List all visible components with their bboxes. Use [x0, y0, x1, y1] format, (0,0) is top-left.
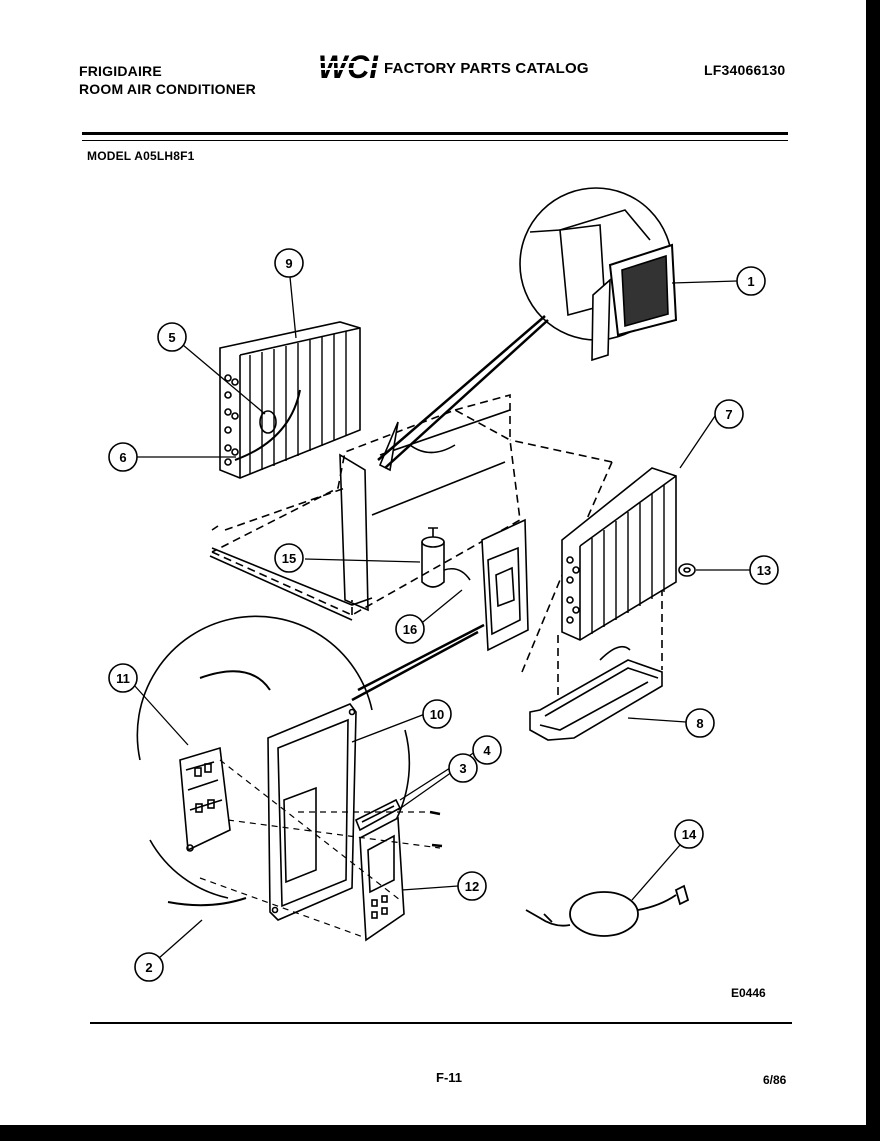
wire-harness	[167, 897, 247, 907]
callout-12: 12	[457, 871, 487, 901]
catalog-title: FACTORY PARTS CATALOG	[384, 60, 589, 77]
wci-logo: WCI	[318, 50, 379, 82]
page-number: F-11	[436, 1070, 463, 1085]
drawing-code: E0446	[731, 986, 766, 1000]
evaporator-coil	[219, 321, 361, 479]
svg-text:15: 15	[282, 551, 296, 566]
model-number: MODEL A05LH8F1	[87, 149, 195, 163]
svg-text:13: 13	[757, 563, 771, 578]
callout-2: 2	[134, 952, 164, 982]
callout-4: 4	[472, 735, 502, 765]
svg-text:14: 14	[682, 827, 697, 842]
callout-10: 10	[422, 699, 452, 729]
svg-text:5: 5	[168, 330, 175, 345]
control-cover-part	[359, 816, 405, 942]
svg-text:12: 12	[465, 879, 479, 894]
logo-text: WCI	[318, 50, 379, 82]
brand-block: FRIGIDAIRE ROOM AIR CONDITIONER	[79, 62, 256, 98]
catalog-number: LF34066130	[704, 62, 786, 78]
svg-text:8: 8	[696, 716, 703, 731]
svg-text:2: 2	[145, 960, 152, 975]
callout-9: 9	[274, 248, 304, 278]
grommet-part	[678, 563, 696, 577]
callout-1: 1	[736, 266, 766, 296]
product-type: ROOM AIR CONDITIONER	[79, 81, 256, 97]
svg-text:7: 7	[725, 407, 732, 422]
magnifier-grille	[377, 187, 678, 469]
capacitor	[421, 527, 471, 588]
callout-15: 15	[274, 543, 304, 573]
callout-16: 16	[395, 614, 425, 644]
power-cord-part	[525, 884, 690, 937]
chassis-base	[209, 409, 511, 621]
callout-11: 11	[108, 663, 138, 693]
callout-3: 3	[448, 753, 478, 783]
control-housing	[481, 518, 529, 652]
svg-text:4: 4	[483, 743, 491, 758]
svg-text:3: 3	[459, 761, 466, 776]
callout-13: 13	[749, 555, 779, 585]
control-assembly-lines	[199, 759, 441, 939]
magnifier-controls	[136, 615, 485, 899]
callout-6: 6	[108, 442, 138, 472]
drain-pan-part	[529, 645, 663, 741]
exploded-parts-diagram: 1 2 3 4 5 6 7 8 9 10 11 12 13 14 15 16	[108, 187, 779, 982]
svg-text:10: 10	[430, 707, 444, 722]
callout-8: 8	[685, 708, 715, 738]
svg-text:9: 9	[285, 256, 292, 271]
svg-text:11: 11	[116, 671, 130, 686]
condenser-coil	[561, 467, 677, 641]
brand-name: FRIGIDAIRE	[79, 63, 162, 79]
parts-catalog-page: FRIGIDAIRE ROOM AIR CONDITIONER WCI FACT…	[0, 0, 868, 1127]
selector-switch	[179, 670, 271, 852]
header-rule	[82, 132, 788, 141]
revision-date: 6/86	[763, 1073, 787, 1087]
svg-text:16: 16	[403, 622, 417, 637]
footer-rule	[90, 1022, 792, 1024]
svg-text:6: 6	[119, 450, 126, 465]
callout-7: 7	[714, 399, 744, 429]
callout-5: 5	[157, 322, 187, 352]
svg-text:1: 1	[747, 274, 754, 289]
callout-14: 14	[674, 819, 704, 849]
callouts: 1 2 3 4 5 6 7 8 9 10 11 12 13 14 15 16	[108, 248, 779, 982]
